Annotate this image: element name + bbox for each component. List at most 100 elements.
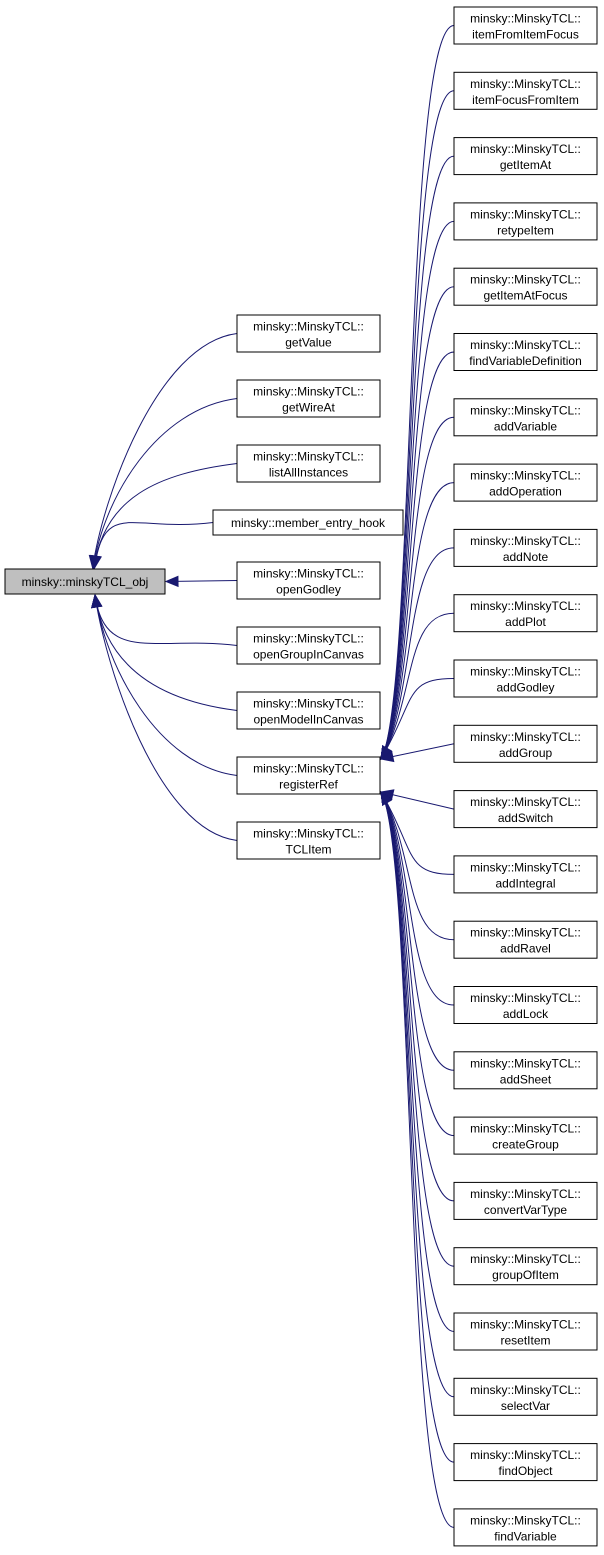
edge-findVariableDefinition-to-registerRef [380, 351, 455, 760]
node-addVariable[interactable]: minsky::MinskyTCL::addVariable [453, 398, 598, 437]
node-label: convertVarType [484, 1203, 567, 1217]
node-findVariable[interactable]: minsky::MinskyTCL::findVariable [453, 1508, 598, 1547]
node-label: retypeItem [497, 223, 554, 237]
edge-selectVar-to-registerRef [380, 791, 455, 1398]
edge-line [380, 791, 455, 1398]
node-groupOfItem[interactable]: minsky::MinskyTCL::groupOfItem [453, 1247, 598, 1286]
edge-arrowhead [90, 554, 102, 570]
node-openGroupInCanvas[interactable]: minsky::MinskyTCL::openGroupInCanvas [236, 626, 381, 665]
node-addRavel[interactable]: minsky::MinskyTCL::addRavel [453, 920, 598, 959]
node-label: minsky::MinskyTCL:: [470, 1383, 581, 1397]
node-box [453, 1051, 598, 1090]
node-label: findObject [498, 1464, 553, 1478]
node-label: minsky::MinskyTCL:: [470, 1513, 581, 1527]
node-label: itemFromItemFocus [472, 28, 579, 42]
edge-line [380, 678, 455, 760]
edge-createGroup-to-registerRef [380, 791, 455, 1137]
node-box [453, 1312, 598, 1351]
node-TCLItem[interactable]: minsky::MinskyTCL::TCLItem [236, 821, 381, 860]
edge-line [380, 612, 455, 760]
edge-line [94, 594, 238, 711]
node-selectVar[interactable]: minsky::MinskyTCL::selectVar [453, 1377, 598, 1416]
node-openModelInCanvas[interactable]: minsky::MinskyTCL::openModelInCanvas [236, 691, 381, 730]
node-label: addGodley [496, 681, 554, 695]
edge-addPlot-to-registerRef [380, 612, 455, 760]
node-label: openModelInCanvas [253, 713, 363, 727]
node-box [236, 379, 381, 418]
node-label: addNote [503, 550, 549, 564]
node-label: minsky::MinskyTCL:: [470, 142, 581, 156]
node-getItemAtFocus[interactable]: minsky::MinskyTCL::getItemAtFocus [453, 267, 598, 306]
node-label: minsky::MinskyTCL:: [470, 991, 581, 1005]
node-retypeItem[interactable]: minsky::MinskyTCL::retypeItem [453, 202, 598, 241]
node-addSwitch[interactable]: minsky::MinskyTCL::addSwitch [453, 790, 598, 829]
node-getWireAt[interactable]: minsky::MinskyTCL::getWireAt [236, 379, 381, 418]
node-findObject[interactable]: minsky::MinskyTCL::findObject [453, 1443, 598, 1482]
node-box [453, 920, 598, 959]
node-label: minsky::MinskyTCL:: [470, 1318, 581, 1332]
node-label: minsky::MinskyTCL:: [470, 795, 581, 809]
edge-line [380, 791, 455, 1528]
node-box [236, 561, 381, 600]
node-addPlot[interactable]: minsky::MinskyTCL::addPlot [453, 594, 598, 633]
node-getValue[interactable]: minsky::MinskyTCL::getValue [236, 314, 381, 353]
node-addGroup[interactable]: minsky::MinskyTCL::addGroup [453, 724, 598, 763]
node-label: registerRef [279, 778, 338, 792]
edge-line [94, 594, 238, 646]
node-member_entry_hook[interactable]: minsky::member_entry_hook [212, 509, 404, 536]
node-box [453, 6, 598, 45]
node-box [236, 444, 381, 483]
edge-addVariable-to-registerRef [380, 416, 455, 760]
node-label: getValue [285, 336, 332, 350]
edge-line [92, 333, 238, 569]
node-box [453, 202, 598, 241]
edge-openGroupInCanvas-to-root [94, 594, 238, 646]
node-box [453, 1247, 598, 1286]
node-label: minsky::MinskyTCL:: [470, 1252, 581, 1266]
node-box [236, 756, 381, 795]
edge-arrowhead [164, 575, 179, 588]
edge-line [380, 416, 455, 760]
node-box [453, 790, 598, 829]
node-addOperation[interactable]: minsky::MinskyTCL::addOperation [453, 463, 598, 502]
node-addLock[interactable]: minsky::MinskyTCL::addLock [453, 986, 598, 1024]
node-label: minsky::MinskyTCL:: [470, 1187, 581, 1201]
node-label: minsky::MinskyTCL:: [253, 320, 364, 334]
node-addSheet[interactable]: minsky::MinskyTCL::addSheet [453, 1051, 598, 1090]
node-label: minsky::MinskyTCL:: [470, 1448, 581, 1462]
node-label: minsky::MinskyTCL:: [470, 12, 581, 26]
edge-line [380, 286, 455, 760]
node-addIntegral[interactable]: minsky::MinskyTCL::addIntegral [453, 855, 598, 894]
edge-addRavel-to-registerRef [380, 791, 455, 941]
edge-registerRef-to-root [94, 594, 238, 776]
edge-addGodley-to-registerRef [380, 678, 455, 760]
node-createGroup[interactable]: minsky::MinskyTCL::createGroup [453, 1116, 598, 1155]
node-itemFocusFromItem[interactable]: minsky::MinskyTCL::itemFocusFromItem [453, 71, 598, 110]
node-root[interactable]: minsky::minskyTCL_obj [4, 568, 166, 595]
node-registerRef[interactable]: minsky::MinskyTCL::registerRef [236, 756, 381, 795]
node-resetItem[interactable]: minsky::MinskyTCL::resetItem [453, 1312, 598, 1351]
node-openGodley[interactable]: minsky::MinskyTCL::openGodley [236, 561, 381, 600]
node-addNote[interactable]: minsky::MinskyTCL::addNote [453, 528, 598, 567]
edge-getWireAt-to-root [92, 398, 238, 569]
edge-addSheet-to-registerRef [380, 791, 455, 1071]
node-box [453, 267, 598, 306]
node-box [453, 594, 598, 633]
node-itemFromItemFocus[interactable]: minsky::MinskyTCL::itemFromItemFocus [453, 6, 598, 45]
node-label: itemFocusFromItem [472, 93, 579, 107]
edge-line [380, 351, 455, 760]
node-box [453, 333, 598, 371]
node-label: addRavel [500, 942, 551, 956]
node-listAllInstances[interactable]: minsky::MinskyTCL::listAllInstances [236, 444, 381, 483]
node-findVariableDefinition[interactable]: minsky::MinskyTCL::findVariableDefinitio… [453, 333, 598, 371]
node-label: addVariable [494, 419, 557, 433]
node-getItemAt[interactable]: minsky::MinskyTCL::getItemAt [453, 137, 598, 176]
node-box [453, 1377, 598, 1416]
edge-line [380, 791, 455, 1071]
node-addGodley[interactable]: minsky::MinskyTCL::addGodley [453, 659, 598, 698]
edge-TCLItem-to-root [94, 594, 238, 841]
node-convertVarType[interactable]: minsky::MinskyTCL::convertVarType [453, 1181, 598, 1220]
edge-line [380, 791, 455, 1006]
node-label: minsky::MinskyTCL:: [470, 403, 581, 417]
node-box [453, 1443, 598, 1482]
